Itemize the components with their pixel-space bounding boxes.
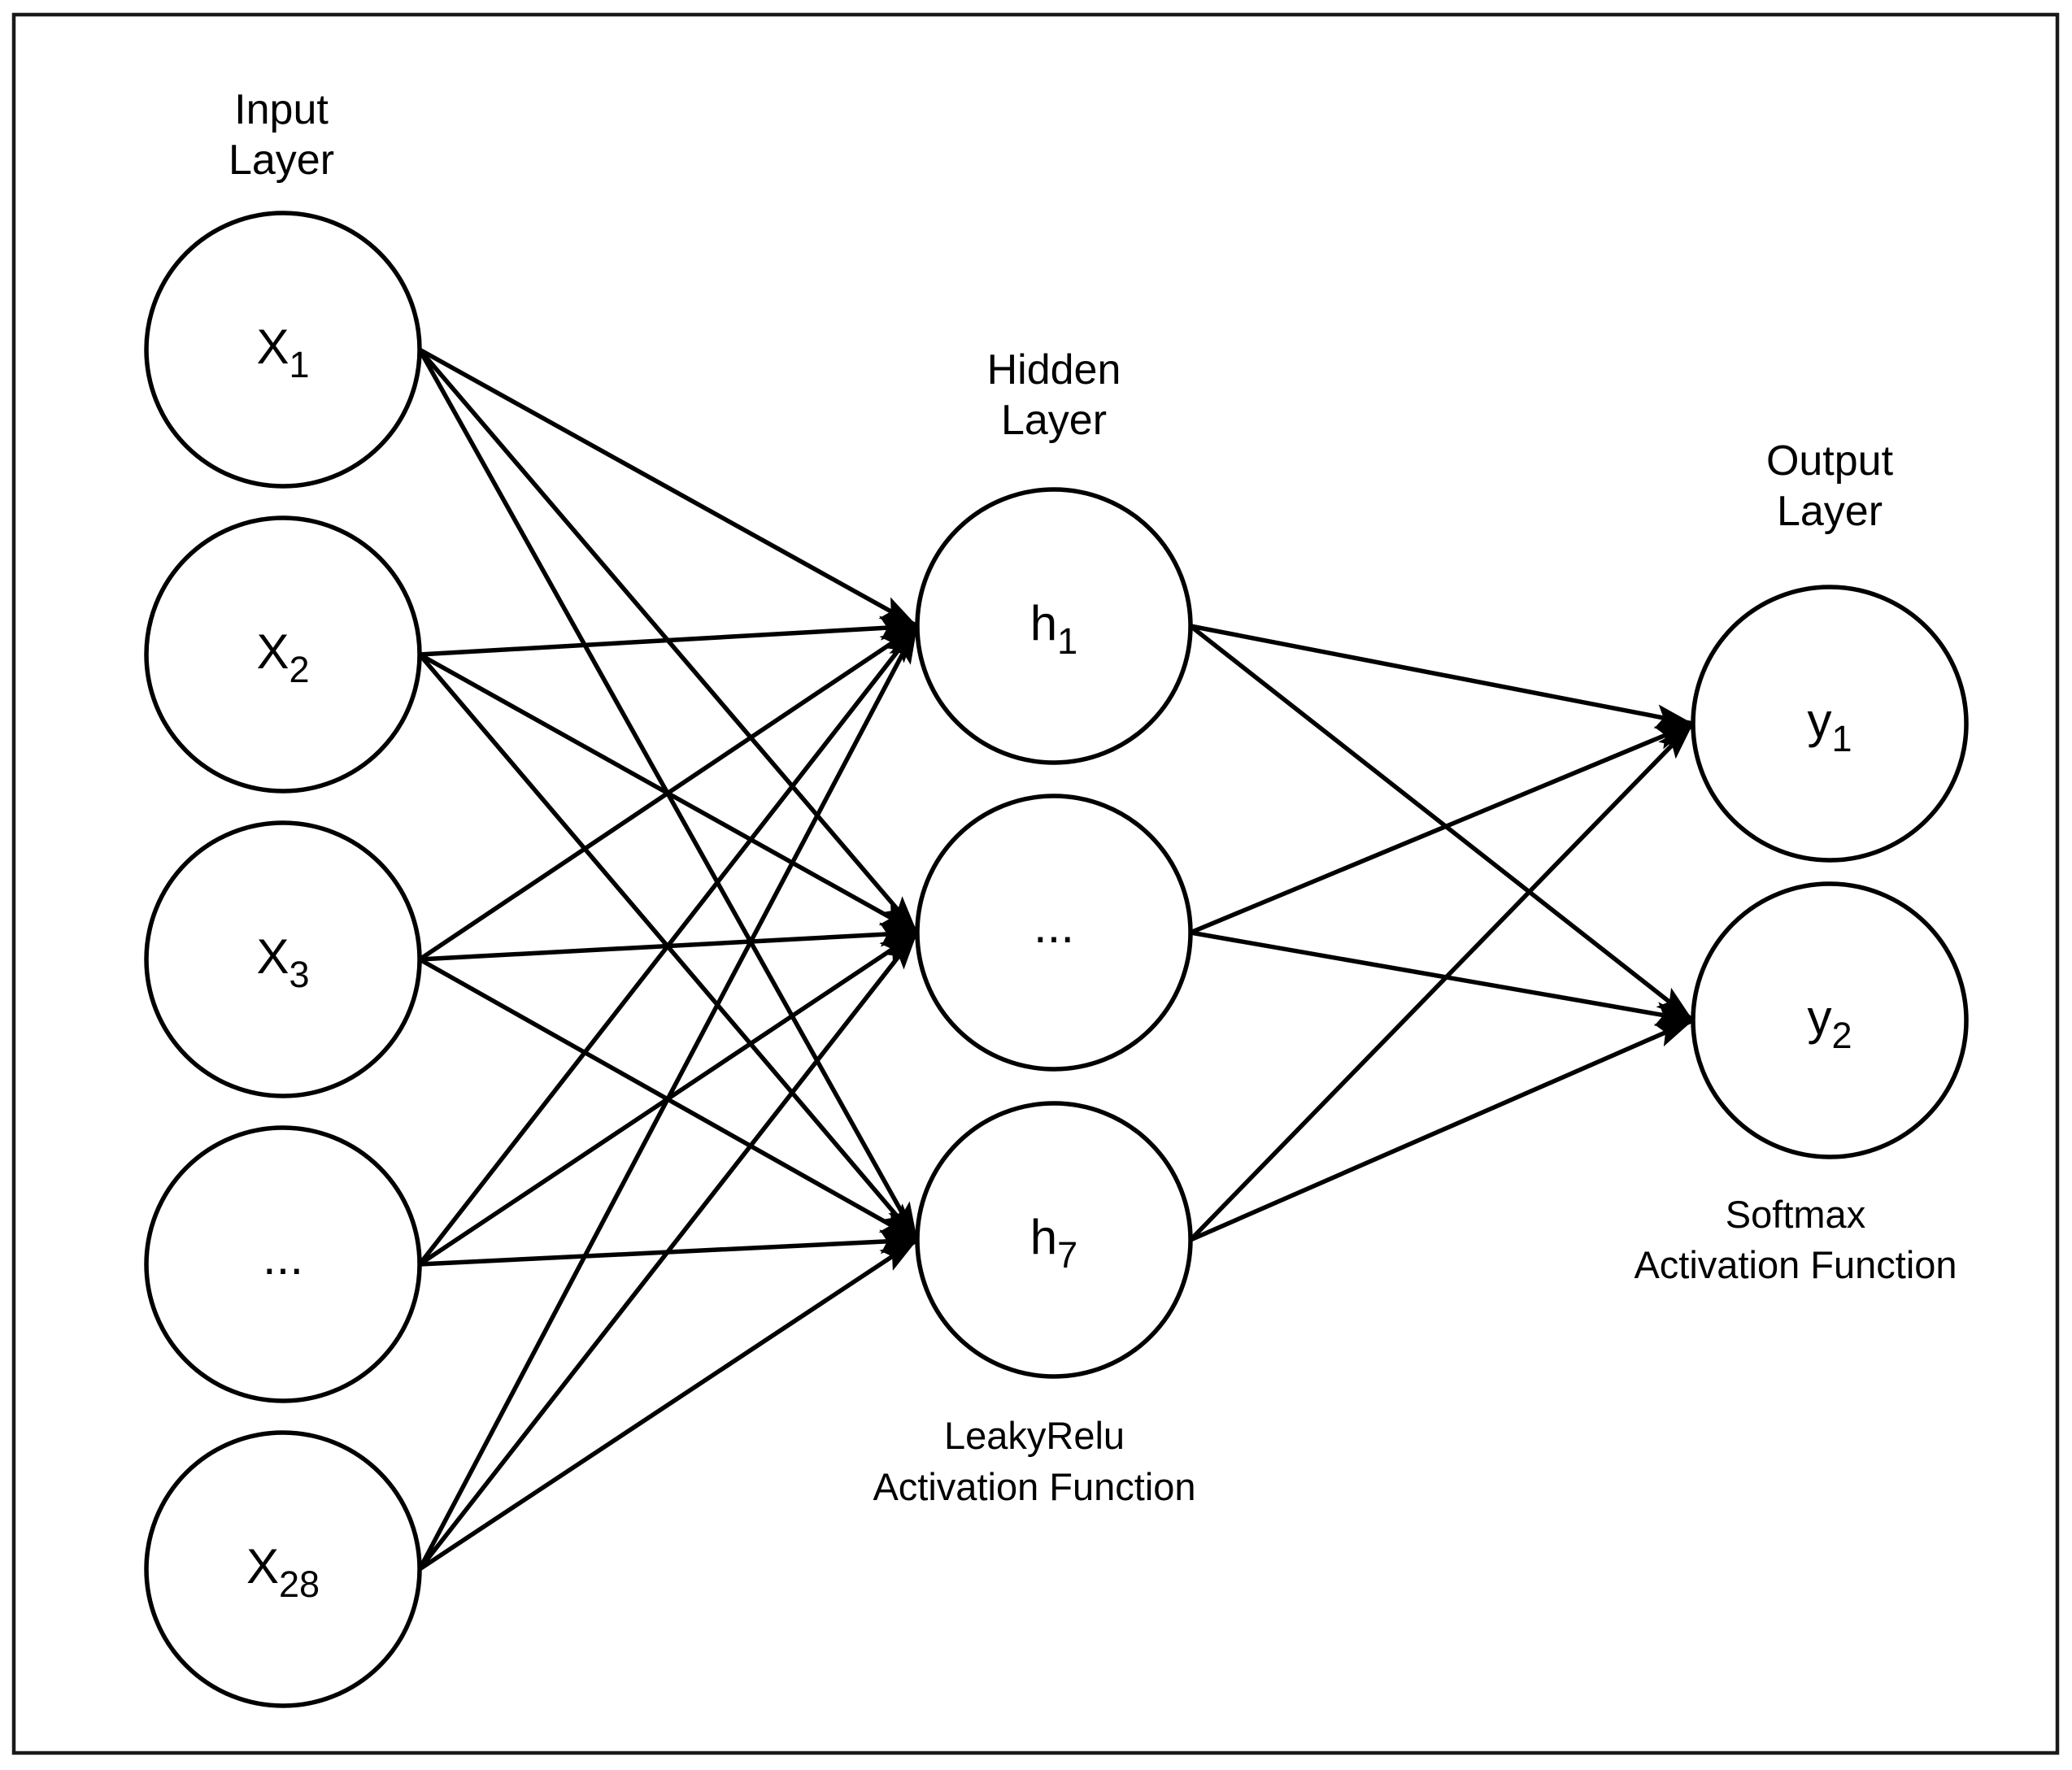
node-input-ellipsis: ... [144, 1125, 422, 1403]
input-layer-title-line2: Layer [229, 137, 334, 184]
node-h1: h1 [915, 487, 1193, 765]
node-circle [915, 487, 1193, 765]
input-layer-title-line1: Input [234, 86, 329, 133]
connection-line [1190, 624, 1694, 728]
node-y2: y2 [1691, 881, 1969, 1159]
output-layer: Output Layer y1 y2 Softmax Activation Fu… [1634, 437, 1969, 1286]
node-circle [915, 1101, 1193, 1379]
output-activation-caption-line1: Softmax [1726, 1193, 1865, 1236]
connection-line [417, 931, 920, 1571]
hidden-activation-caption-line1: LeakyRelu [944, 1414, 1125, 1457]
output-layer-title-line2: Layer [1777, 488, 1883, 535]
connection-line [417, 624, 920, 1571]
node-label: y1 [1807, 694, 1852, 759]
connection-line [1189, 624, 1695, 1023]
node-label: X1 [256, 320, 309, 385]
node-h7: h7 [915, 1101, 1193, 1379]
node-label: h1 [1030, 596, 1077, 662]
connection-line [417, 624, 920, 1266]
node-circle [144, 515, 422, 794]
connection-line [418, 624, 919, 962]
node-label: ... [263, 1230, 303, 1285]
node-circle [144, 820, 422, 1098]
output-layer-title-line1: Output [1766, 437, 1894, 485]
node-circle [144, 1430, 422, 1708]
connection-line [1189, 722, 1695, 1242]
node-x1: X1 [144, 211, 422, 489]
node-label: X28 [246, 1539, 320, 1605]
figure-border [11, 12, 2060, 1755]
connection-line [1189, 721, 1695, 935]
node-label: h7 [1030, 1210, 1077, 1276]
node-label: y2 [1807, 990, 1852, 1056]
connections-input-hidden [417, 347, 920, 1572]
connections-hidden-output [1189, 624, 1695, 1242]
node-circle [144, 211, 422, 489]
node-x2: X2 [144, 515, 422, 794]
node-x28: X28 [144, 1430, 422, 1708]
node-hidden-ellipsis: ... [915, 794, 1193, 1072]
node-circle [915, 794, 1193, 1072]
hidden-activation-caption-line2: Activation Function [873, 1465, 1195, 1508]
connection-line [419, 615, 918, 657]
connection-line [1189, 1018, 1695, 1242]
node-circle [1691, 585, 1969, 863]
connection-line [1190, 930, 1694, 1026]
node-circle [144, 1125, 422, 1403]
node-label: X2 [256, 624, 309, 690]
connection-line [418, 1237, 919, 1572]
hidden-layer-title-line2: Layer [1001, 397, 1107, 444]
output-activation-caption-line2: Activation Function [1634, 1243, 1957, 1286]
node-x3: X3 [144, 820, 422, 1098]
hidden-layer-title-line1: Hidden [987, 346, 1121, 394]
connection-line [418, 347, 919, 628]
node-label: ... [1034, 898, 1074, 953]
hidden-layer: Hidden Layer h1 ... h7 LeakyRelu Activat… [873, 346, 1195, 1508]
node-circle [1691, 881, 1969, 1159]
node-y1: y1 [1691, 585, 1969, 863]
input-layer: Input Layer X1 X2 X3 ... X28 [144, 86, 422, 1708]
node-label: X3 [256, 929, 309, 995]
